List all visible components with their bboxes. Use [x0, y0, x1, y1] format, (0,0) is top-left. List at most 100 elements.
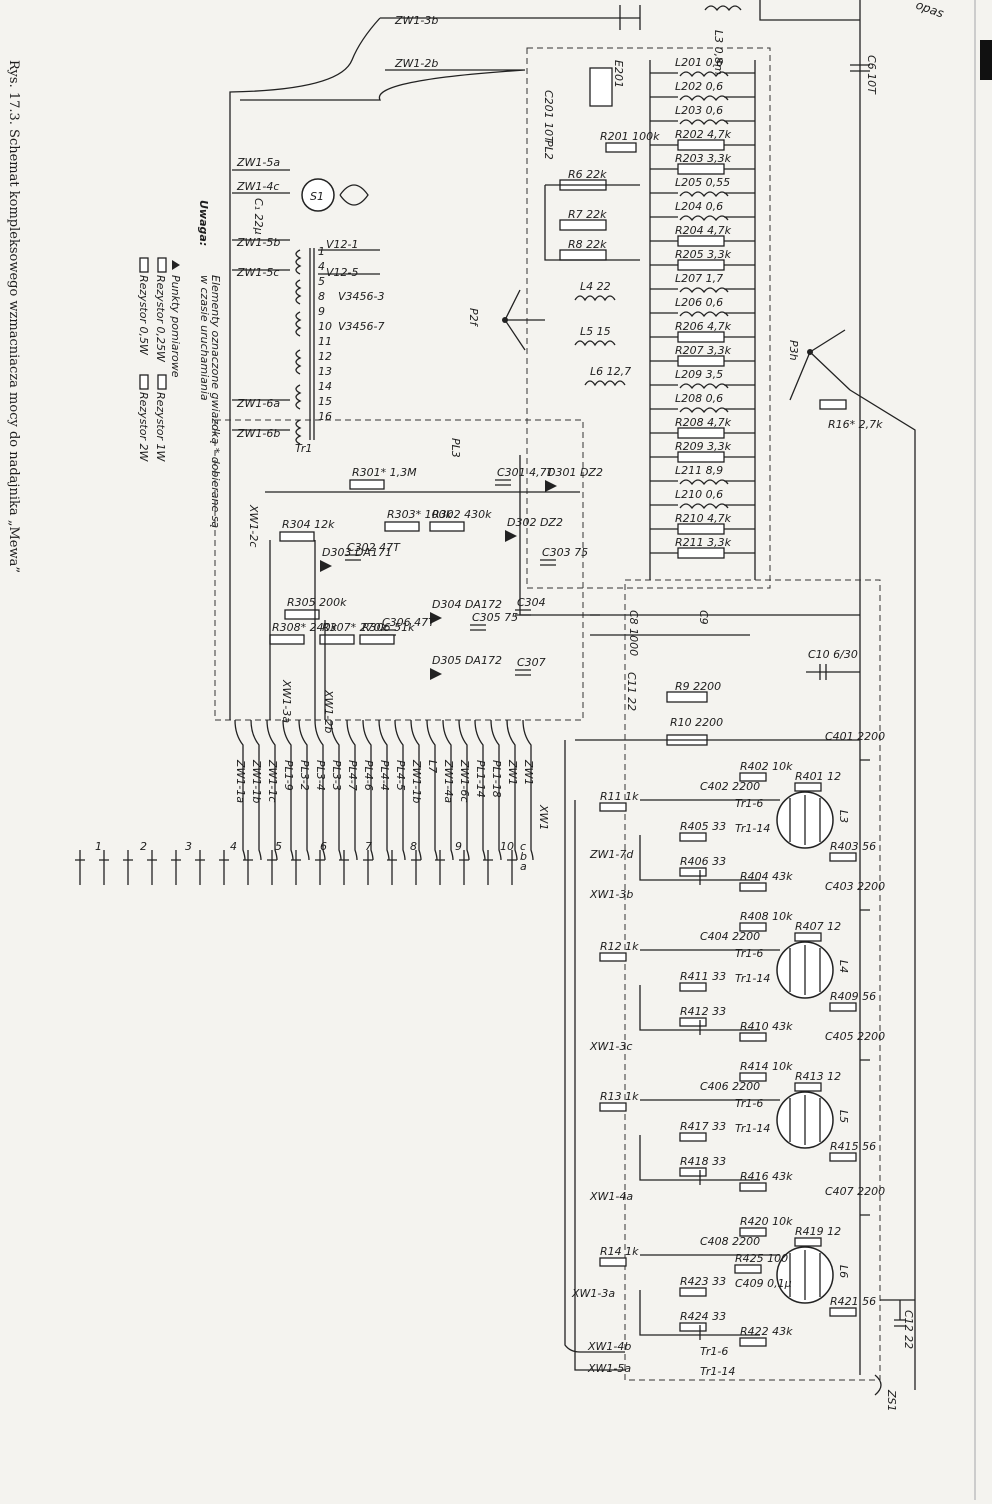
harness-wire-label: ZW1-4a: [442, 759, 455, 803]
harness-wire-label: ZW1-1b: [410, 759, 423, 803]
pl2-part-label: L205 0,55: [675, 176, 730, 189]
pl2-resistor: [677, 259, 725, 271]
stage-part-label: Tr1-6: [735, 1097, 763, 1110]
fan-cap: C₁ 22µ: [252, 198, 265, 235]
label-c10: C10 6/30: [808, 648, 858, 661]
fan-icon: [339, 184, 369, 206]
pl2-part-label: L204 0,6: [675, 200, 723, 213]
stage-part-label: C402 2200: [700, 780, 760, 793]
pl3-part-label: R305 200k: [287, 596, 347, 609]
stage-part-label: R402 10k: [740, 760, 793, 773]
pl2-resistor: [677, 523, 725, 535]
fan-motor: [301, 178, 335, 212]
stage-part-label: R409 56: [830, 990, 876, 1003]
label-c12: C12 22: [902, 1310, 915, 1349]
tap-v12-5: V12-5: [326, 266, 359, 279]
pl3-part-label: R304 12k: [282, 518, 335, 531]
label-c8: C8 1000: [627, 610, 640, 656]
transformer-pin: 15: [318, 395, 332, 408]
stage-part-label: R408 10k: [740, 910, 793, 923]
stage-part-label: Tr1-14: [735, 972, 770, 985]
pl3-part-label: C302 47T: [347, 541, 401, 554]
pl2-label: PL2: [542, 140, 555, 160]
stage-part-label: R12 1k: [600, 940, 639, 953]
stage-part-label: R414 10k: [740, 1060, 793, 1073]
pl2-part-label: L201 0,6: [675, 56, 723, 69]
stage-part-label: R418 33: [680, 1155, 726, 1168]
harness-wire-label: ZW1-1b: [250, 759, 263, 803]
wire-label-xw1-2c: XW1-2c: [247, 504, 260, 547]
stage-part-label: R415 56: [830, 1140, 876, 1153]
e201-quartz: [589, 67, 613, 107]
legend-r1: Rezystor 1W: [154, 392, 167, 462]
stage-part-label: R403 56: [830, 840, 876, 853]
stage-part-label: C406 2200: [700, 1080, 760, 1093]
stage-part-label: R11 1k: [600, 790, 639, 803]
switch-p2-label: P2f: [467, 308, 480, 328]
transformer-pin: 4: [318, 260, 325, 273]
harness-wire-label: PL1-18: [490, 760, 503, 798]
stage-part-label: R417 33: [680, 1120, 726, 1133]
wire-label-zw1-4c: ZW1-4c: [236, 180, 279, 193]
legend-r025: Rezystor 0,25W: [154, 275, 167, 363]
wire-label-zw1-5a: ZW1-5a: [236, 156, 280, 169]
pl3-part-label: R306 51k: [362, 621, 415, 634]
connector-pin: 7: [365, 840, 372, 853]
harness-wire-label: ZW1-6c: [458, 759, 471, 802]
note-block: Uwaga: Elementy oznaczone gwiazdką * dob…: [137, 200, 222, 528]
stage-part-label: R422 43k: [740, 1325, 793, 1338]
stage-part-label: R419 12: [795, 1225, 841, 1238]
stage-part-label: R416 43k: [740, 1170, 793, 1183]
pl2-resistor: [677, 451, 725, 463]
transformer-pin: 14: [318, 380, 332, 393]
stage-part-label: C405 2200: [825, 1030, 885, 1043]
fan-label: S1: [310, 190, 324, 203]
harness-wire-label: PL3-2: [298, 760, 311, 791]
r9-resistor: [666, 691, 708, 703]
connector-pin: 4: [230, 840, 237, 853]
tap-v3456-3: V3456-3: [338, 290, 385, 303]
wire-label-zw1-3b: ZW1-3b: [394, 14, 438, 27]
pl3-part-label: D301 DZ2: [547, 466, 603, 479]
harness-wire-label: PL1-9: [282, 760, 295, 791]
switch-p3-r16: R16* 2,7k: [828, 418, 883, 431]
stage-part-label: R13 1k: [600, 1090, 639, 1103]
transformer-label: Tr1: [295, 442, 312, 455]
wire-label-xw1-3c: XW1-3c: [589, 1040, 632, 1053]
stage-part-label: R412 33: [680, 1005, 726, 1018]
pl2-part-label: L207 1,7: [675, 272, 723, 285]
connector-label: XW1: [537, 804, 550, 830]
stage-part-label: C409 0,1µ: [735, 1277, 792, 1290]
pl2-resistor: [677, 163, 725, 175]
binding-mark: [980, 40, 992, 80]
p2-resistor-label: R7 22k: [568, 208, 607, 221]
transformer-pin: 1: [318, 245, 325, 258]
tap-v12-1: V12-1: [326, 238, 359, 251]
pl3-part-label: D303 DA171: [322, 546, 392, 559]
note-line-2: w czasie uruchamiania: [198, 275, 211, 401]
output-stages-block: [624, 579, 881, 1381]
stage-part-label: C408 2200: [700, 1235, 760, 1248]
stage-part-label: R407 12: [795, 920, 841, 933]
harness-wire-label: PL4-5: [394, 760, 407, 791]
transformer-pin: 8: [318, 290, 325, 303]
stage-part-label: R411 33: [680, 970, 726, 983]
pl2-part-label: L202 0,6: [675, 80, 723, 93]
wire-label-zw1-6a: ZW1-6a: [236, 397, 280, 410]
stage-part-label: R404 43k: [740, 870, 793, 883]
pl2-part-label: R206 4,7k: [675, 320, 732, 333]
tap-v3456-7: V3456-7: [338, 320, 385, 333]
pl2-block: [526, 47, 771, 589]
transformer-pin: 5: [318, 275, 325, 288]
pl3-part-label: D302 DZ2: [507, 516, 563, 529]
pl2-part-label: L203 0,6: [675, 104, 723, 117]
wire-label-xw1-5a: XW1-5a: [587, 1362, 631, 1375]
stage-part-label: Tr1-14: [700, 1365, 735, 1378]
pl2-part-label: L206 0,6: [675, 296, 723, 309]
p2-resistor-label: R8 22k: [568, 238, 607, 251]
r16-resistor: [819, 399, 847, 410]
connector-pin: 10: [500, 840, 514, 853]
